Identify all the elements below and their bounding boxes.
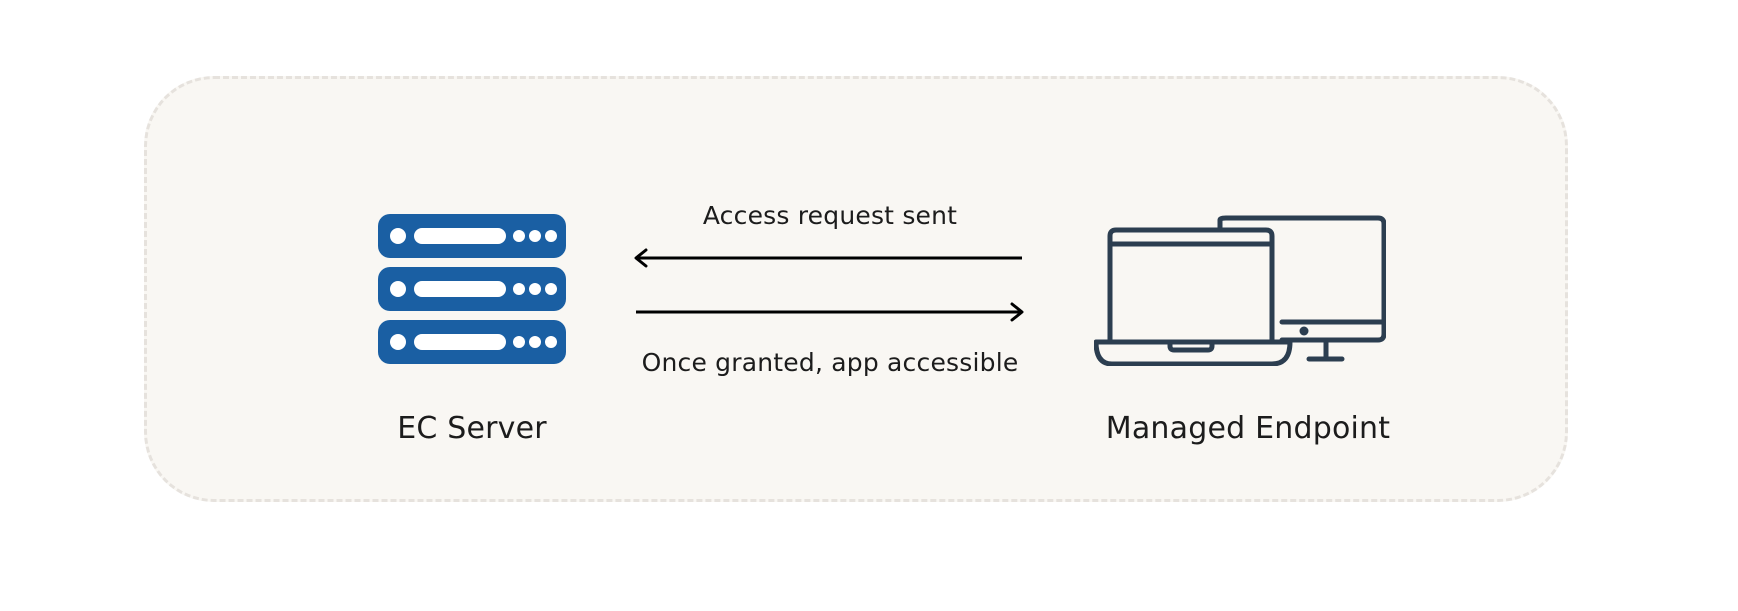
granted-arrow [636, 302, 1024, 322]
request-edge-label: Access request sent [702, 201, 958, 230]
server-node-label: EC Server [397, 411, 547, 446]
server-rack-icon [378, 214, 566, 364]
endpoint-node-label: Managed Endpoint [1105, 411, 1391, 446]
laptop-monitor-icon [1094, 215, 1386, 366]
request-arrow [634, 248, 1022, 268]
granted-edge-label: Once granted, app accessible [641, 348, 1019, 377]
